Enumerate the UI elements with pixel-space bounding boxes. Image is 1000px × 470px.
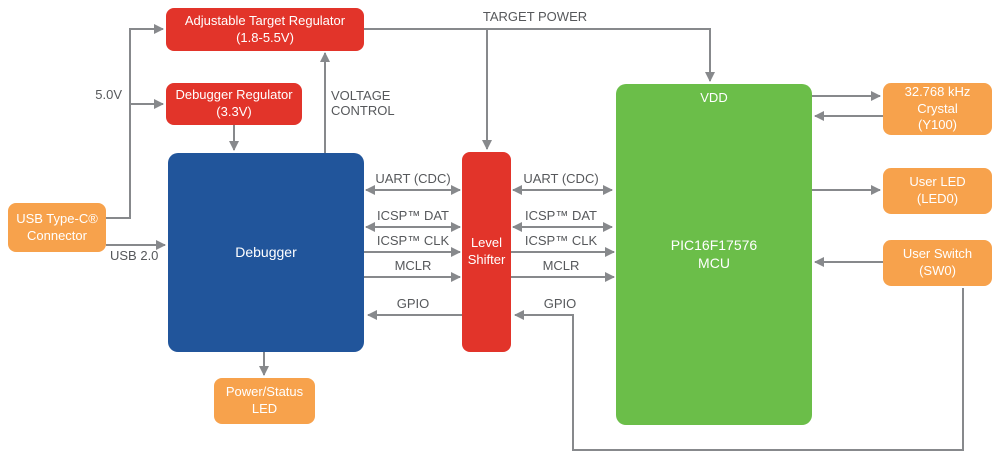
block-label: Debugger [235, 243, 297, 260]
block-label: USB Type-C® [16, 210, 98, 226]
level-shifter-block: Level Shifter [462, 152, 511, 352]
block-label: User Switch [902, 246, 973, 262]
gpio-left-label: GPIO [396, 296, 430, 311]
icsp-dat-right-label: ICSP™ DAT [525, 208, 597, 223]
wire-target-power [364, 28, 715, 82]
user-switch-block: User Switch (SW0) [883, 240, 992, 286]
user-led-block: User LED (LED0) [883, 168, 992, 214]
block-label: 32.768 kHz [904, 84, 971, 100]
usb2-label: USB 2.0 [110, 248, 159, 263]
gpio-right-label: GPIO [543, 296, 577, 311]
icsp-clk-right-label: ICSP™ CLK [524, 233, 598, 248]
mclr-left-label: MCLR [394, 258, 432, 273]
icsp-clk-left-label: ICSP™ CLK [376, 233, 450, 248]
block-label: Connector [27, 227, 87, 243]
block-label: PIC16F17576 [670, 236, 758, 253]
block-label: (Y100) [917, 117, 958, 133]
mcu-block: VDD PIC16F17576 MCU [616, 84, 812, 425]
block-label: (1.8-5.5V) [236, 29, 294, 45]
block-label: Debugger Regulator [175, 87, 293, 103]
debugger-block: Debugger [168, 153, 364, 352]
block-label: User LED [909, 174, 966, 190]
block-label: (3.3V) [216, 104, 252, 119]
five-volt-label: 5.0V [95, 87, 122, 102]
crystal-block: 32.768 kHz Crystal (Y100) [883, 83, 992, 135]
target-power-label: TARGET POWER [482, 9, 588, 24]
block-label: (LED0) [916, 191, 959, 206]
block-label: Power/Status [225, 384, 304, 400]
uart-left-label: UART (CDC) [375, 171, 451, 186]
debugger-regulator-block: Debugger Regulator (3.3V) [166, 83, 302, 125]
voltage-control-label: VOLTAGE CONTROL [331, 88, 395, 118]
block-label: (SW0) [919, 263, 956, 278]
block-label: Shifter [467, 252, 506, 267]
uart-right-label: UART (CDC) [523, 171, 599, 186]
wire-usb-5v [106, 24, 164, 219]
block-label: MCU [698, 254, 730, 271]
power-status-led-block: Power/Status LED [214, 378, 315, 424]
block-label: LED [251, 401, 278, 416]
block-label: Adjustable Target Regulator [184, 12, 346, 28]
block-label: Crystal [917, 100, 958, 116]
adjustable-target-regulator-block: Adjustable Target Regulator (1.8-5.5V) [166, 8, 364, 51]
vdd-pin-label: VDD [700, 90, 728, 105]
mclr-right-label: MCLR [542, 258, 580, 273]
icsp-dat-left-label: ICSP™ DAT [377, 208, 449, 223]
wire-gpio-right-to-switch [514, 288, 964, 451]
block-label: Level [470, 235, 503, 251]
usb-type-c-connector-block: USB Type-C® Connector [8, 203, 106, 252]
